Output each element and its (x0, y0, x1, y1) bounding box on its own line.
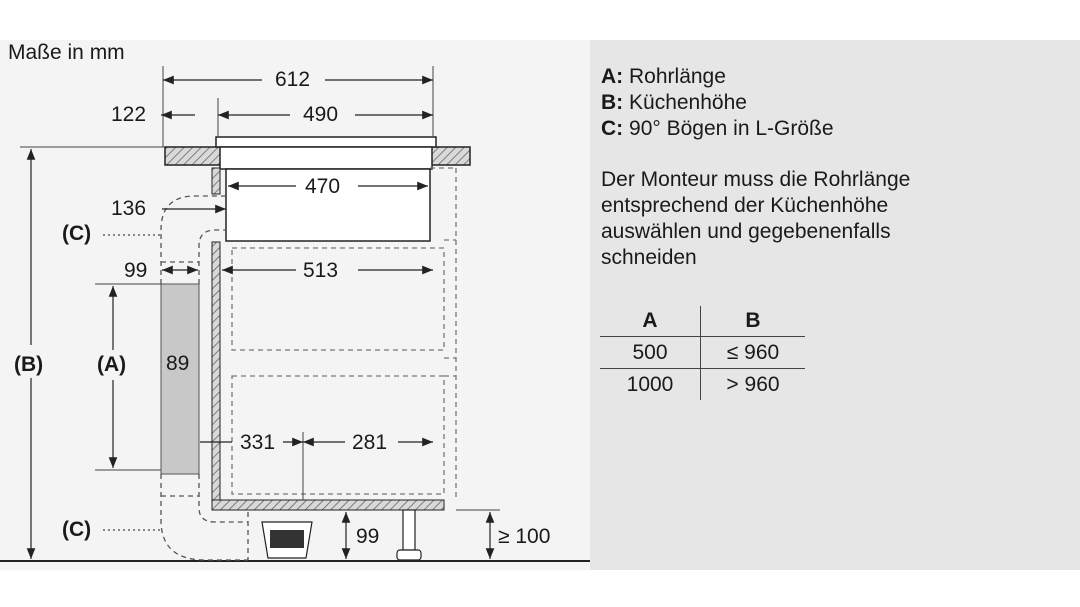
table-cell: 1000 (600, 368, 701, 400)
plinth-fan-inner (270, 530, 304, 548)
drawing-area (0, 40, 590, 570)
table-cell: > 960 (726, 372, 780, 396)
cabinet-foot-base (396, 549, 422, 561)
legend-item-c: C: 90° Bögen in L-Größe (601, 117, 834, 140)
cabinet-left-wall (211, 241, 221, 501)
cabinet-foot (402, 509, 416, 551)
duct-bends (160, 195, 249, 561)
legend-item-a: A: Rohrlänge (601, 65, 726, 88)
dim-unit-width: 470 (305, 175, 341, 198)
note-line: schneiden (601, 246, 697, 269)
dim-duct-offset: 136 (111, 197, 147, 220)
hob-top (215, 136, 437, 148)
table-cell: 500 (600, 336, 701, 369)
dim-duct-depth: 89 (166, 352, 190, 375)
table-header-row: A B (600, 306, 805, 337)
marker-c-top: (C) (62, 222, 92, 245)
marker-a: (A) (97, 353, 127, 376)
cabinet-bottom (211, 499, 445, 511)
dim-plinth-height: 99 (356, 525, 380, 548)
marker-b: (B) (14, 353, 44, 376)
cabinet-wall-stub (211, 167, 221, 195)
dim-right-depth: 281 (352, 431, 388, 454)
note-line: entsprechend der Küchenhöhe (601, 194, 889, 217)
drawer-outlines (231, 167, 457, 500)
table-row: 500 ≤ 960 (600, 336, 805, 369)
extractor-unit (225, 168, 431, 242)
hob-body (219, 146, 433, 170)
dimension-arrows (26, 75, 495, 559)
length-height-table: A B 500 ≤ 960 1000 > 960 (600, 306, 805, 400)
units-note: Maße in mm (8, 41, 125, 64)
legend: A: Rohrlänge B: Küchenhöhe C: 90° Bögen … (601, 64, 834, 142)
table-header-b: B (700, 306, 805, 337)
air-duct (160, 283, 200, 475)
dim-left-depth: 331 (240, 431, 276, 454)
dim-cabinet-inner: 513 (303, 259, 339, 282)
dim-total-width: 612 (275, 68, 311, 91)
dim-hob-width: 490 (303, 103, 339, 126)
marker-c-bottom: (C) (62, 518, 92, 541)
table-cell: ≤ 960 (700, 336, 805, 369)
table-header-a: A (600, 306, 701, 337)
dim-min-plinth: ≥ 100 (498, 525, 551, 548)
note-line: auswählen und gegebenenfalls (601, 220, 891, 243)
note-line: Der Monteur muss die Rohrlänge (601, 168, 911, 191)
dim-left-offset: 122 (111, 103, 147, 126)
table-row: 1000 > 960 (600, 368, 805, 400)
legend-item-b: B: Küchenhöhe (601, 91, 747, 114)
installer-note: Der Monteur muss die Rohrlänge entsprech… (601, 167, 1021, 271)
dim-gap: 99 (124, 259, 148, 282)
